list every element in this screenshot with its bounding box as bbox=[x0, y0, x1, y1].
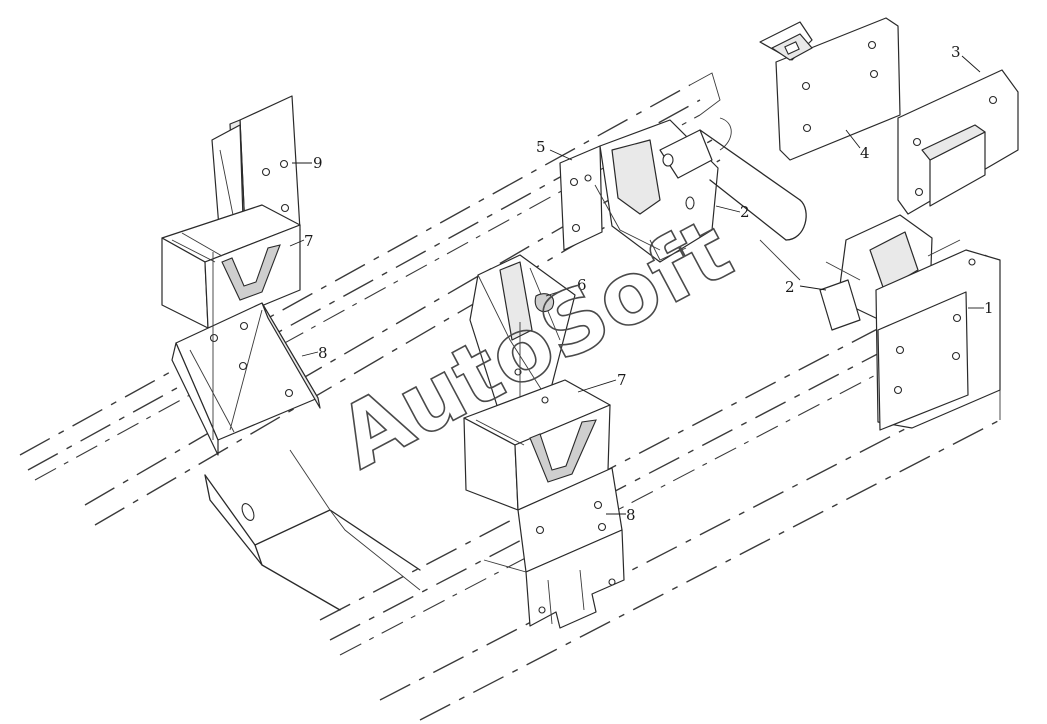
part-4-plate bbox=[759, 17, 901, 161]
callout-6: 6 bbox=[577, 276, 587, 294]
part-7-mount-upper bbox=[161, 204, 301, 329]
callout-7-upper: 7 bbox=[304, 232, 314, 250]
callout-3: 3 bbox=[951, 43, 961, 61]
part-8-bracket-lower bbox=[483, 467, 625, 629]
callout-5: 5 bbox=[536, 138, 546, 156]
callout-2-upper: 2 bbox=[740, 203, 750, 221]
callout-1: 1 bbox=[984, 299, 994, 317]
leader-lines bbox=[289, 55, 984, 515]
callout-8-upper: 8 bbox=[318, 344, 328, 362]
connecting-shaft bbox=[699, 117, 807, 281]
callout-7-lower: 7 bbox=[617, 371, 627, 389]
part-5-bracket bbox=[559, 119, 719, 263]
part-7-mount-lower bbox=[463, 379, 611, 511]
cross-member bbox=[204, 449, 421, 611]
part-1-plate bbox=[875, 249, 1001, 431]
part-8-bracket-upper bbox=[171, 252, 321, 456]
callout-numbers: 1 2 2 3 4 5 6 7 7 8 8 9 bbox=[304, 43, 994, 524]
callout-2-lower: 2 bbox=[785, 278, 795, 296]
part-3-plate bbox=[897, 69, 1019, 215]
callout-8-lower: 8 bbox=[626, 506, 636, 524]
callout-9: 9 bbox=[313, 154, 323, 172]
callout-4: 4 bbox=[860, 144, 870, 162]
